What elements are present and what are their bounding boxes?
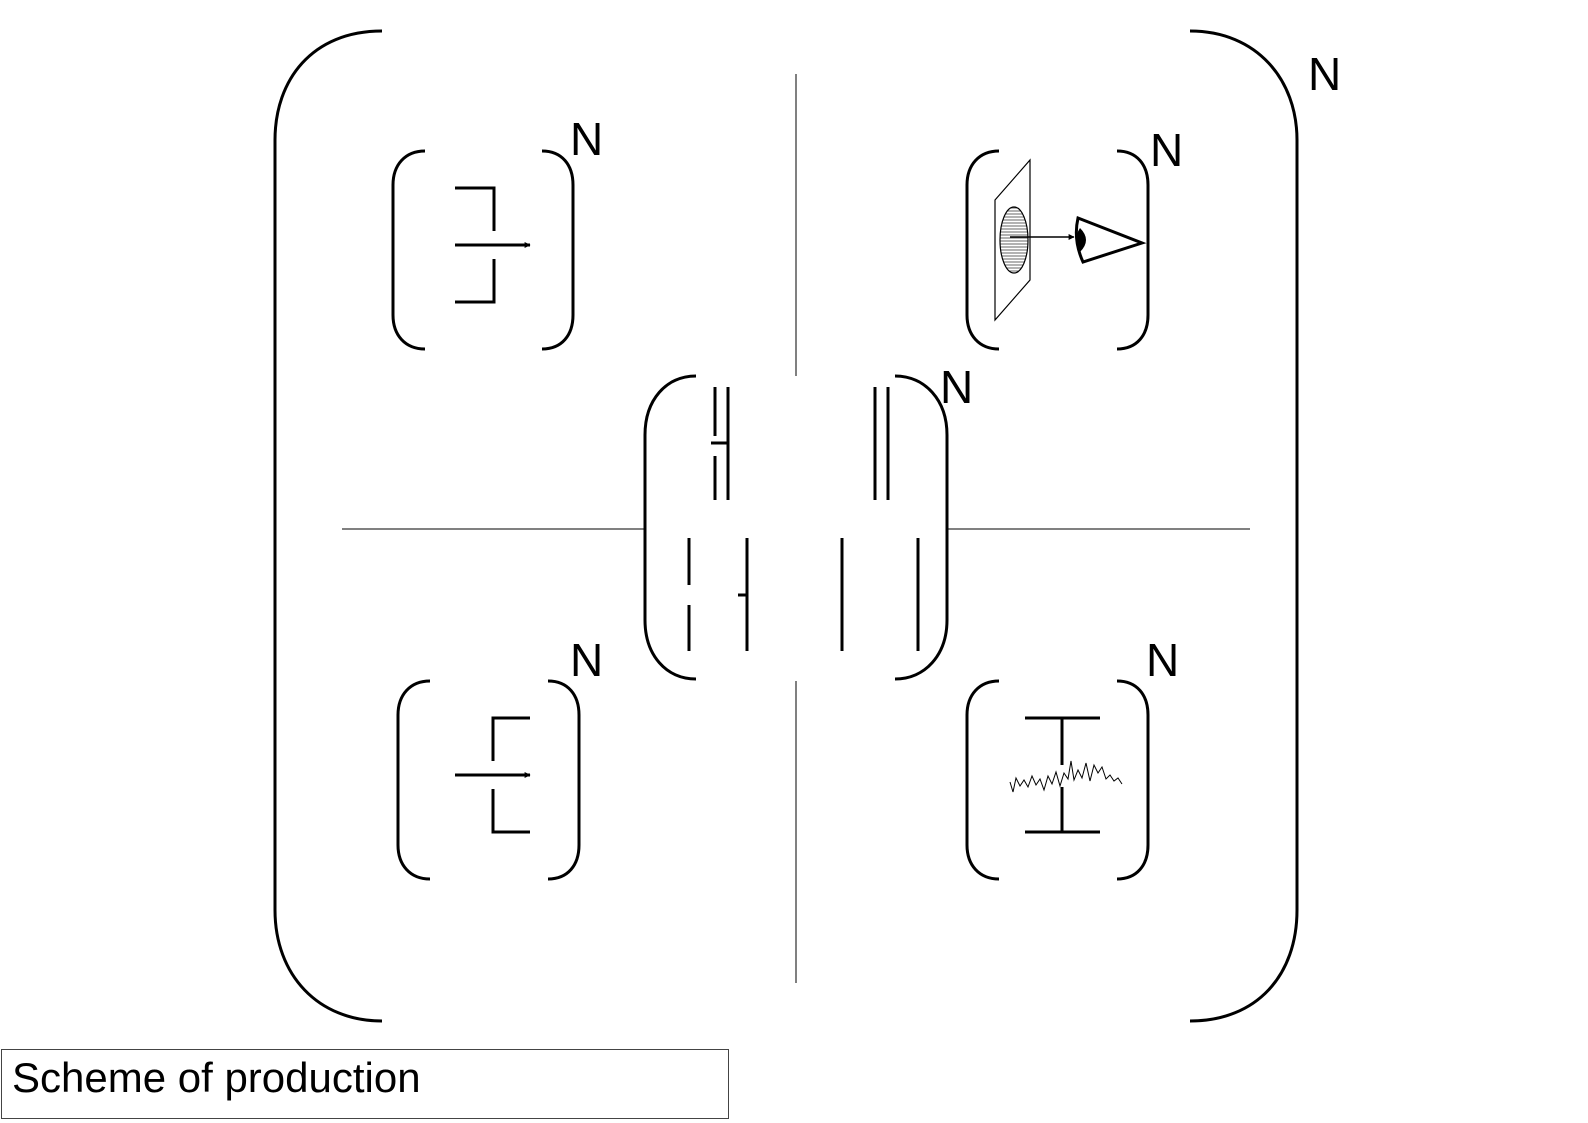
bottom-right-exponent-label: N	[1146, 634, 1179, 686]
bottom-right-bracket-left	[965, 679, 1000, 881]
bottom-right-symbol	[1009, 716, 1123, 834]
top-right-block: N	[965, 124, 1183, 351]
center-bracket-right	[894, 374, 949, 681]
top-left-bracket-right	[541, 149, 575, 351]
outer-bracket	[273, 29, 1299, 1023]
bottom-right-bracket-right	[1116, 679, 1150, 881]
outer-bracket-right	[1189, 29, 1299, 1023]
top-right-bracket-right	[1116, 149, 1150, 351]
quadrant-dividers	[342, 74, 1250, 983]
center-symbols	[687, 387, 920, 651]
top-right-bracket-left	[965, 149, 1000, 351]
eye-pupil	[1076, 228, 1086, 252]
caption-box: Scheme of production	[1, 1049, 729, 1119]
bottom-left-symbol	[455, 716, 531, 834]
center-exponent-label: N	[940, 361, 973, 413]
top-left-block: N	[391, 113, 603, 351]
specimen-spot	[999, 206, 1029, 274]
bottom-left-bracket-right	[547, 679, 581, 881]
center-bracket-left	[643, 374, 697, 681]
outer-exponent-label: N	[1308, 48, 1341, 100]
bottom-right-block: N	[965, 634, 1179, 881]
top-right-symbol	[994, 158, 1147, 322]
top-left-symbol	[455, 186, 531, 304]
top-left-bracket-left	[391, 149, 426, 351]
bottom-left-block: N	[396, 634, 603, 881]
top-left-exponent-label: N	[570, 113, 603, 165]
bottom-left-bracket-left	[396, 679, 431, 881]
center-block: N	[643, 361, 973, 681]
caption-text: Scheme of production	[12, 1054, 421, 1101]
slide-plate	[994, 158, 1031, 322]
top-right-exponent-label: N	[1150, 124, 1183, 176]
bottom-left-exponent-label: N	[570, 634, 603, 686]
eye-icon	[1074, 215, 1147, 264]
outer-bracket-left	[273, 29, 383, 1023]
noise-trace	[1009, 760, 1123, 793]
